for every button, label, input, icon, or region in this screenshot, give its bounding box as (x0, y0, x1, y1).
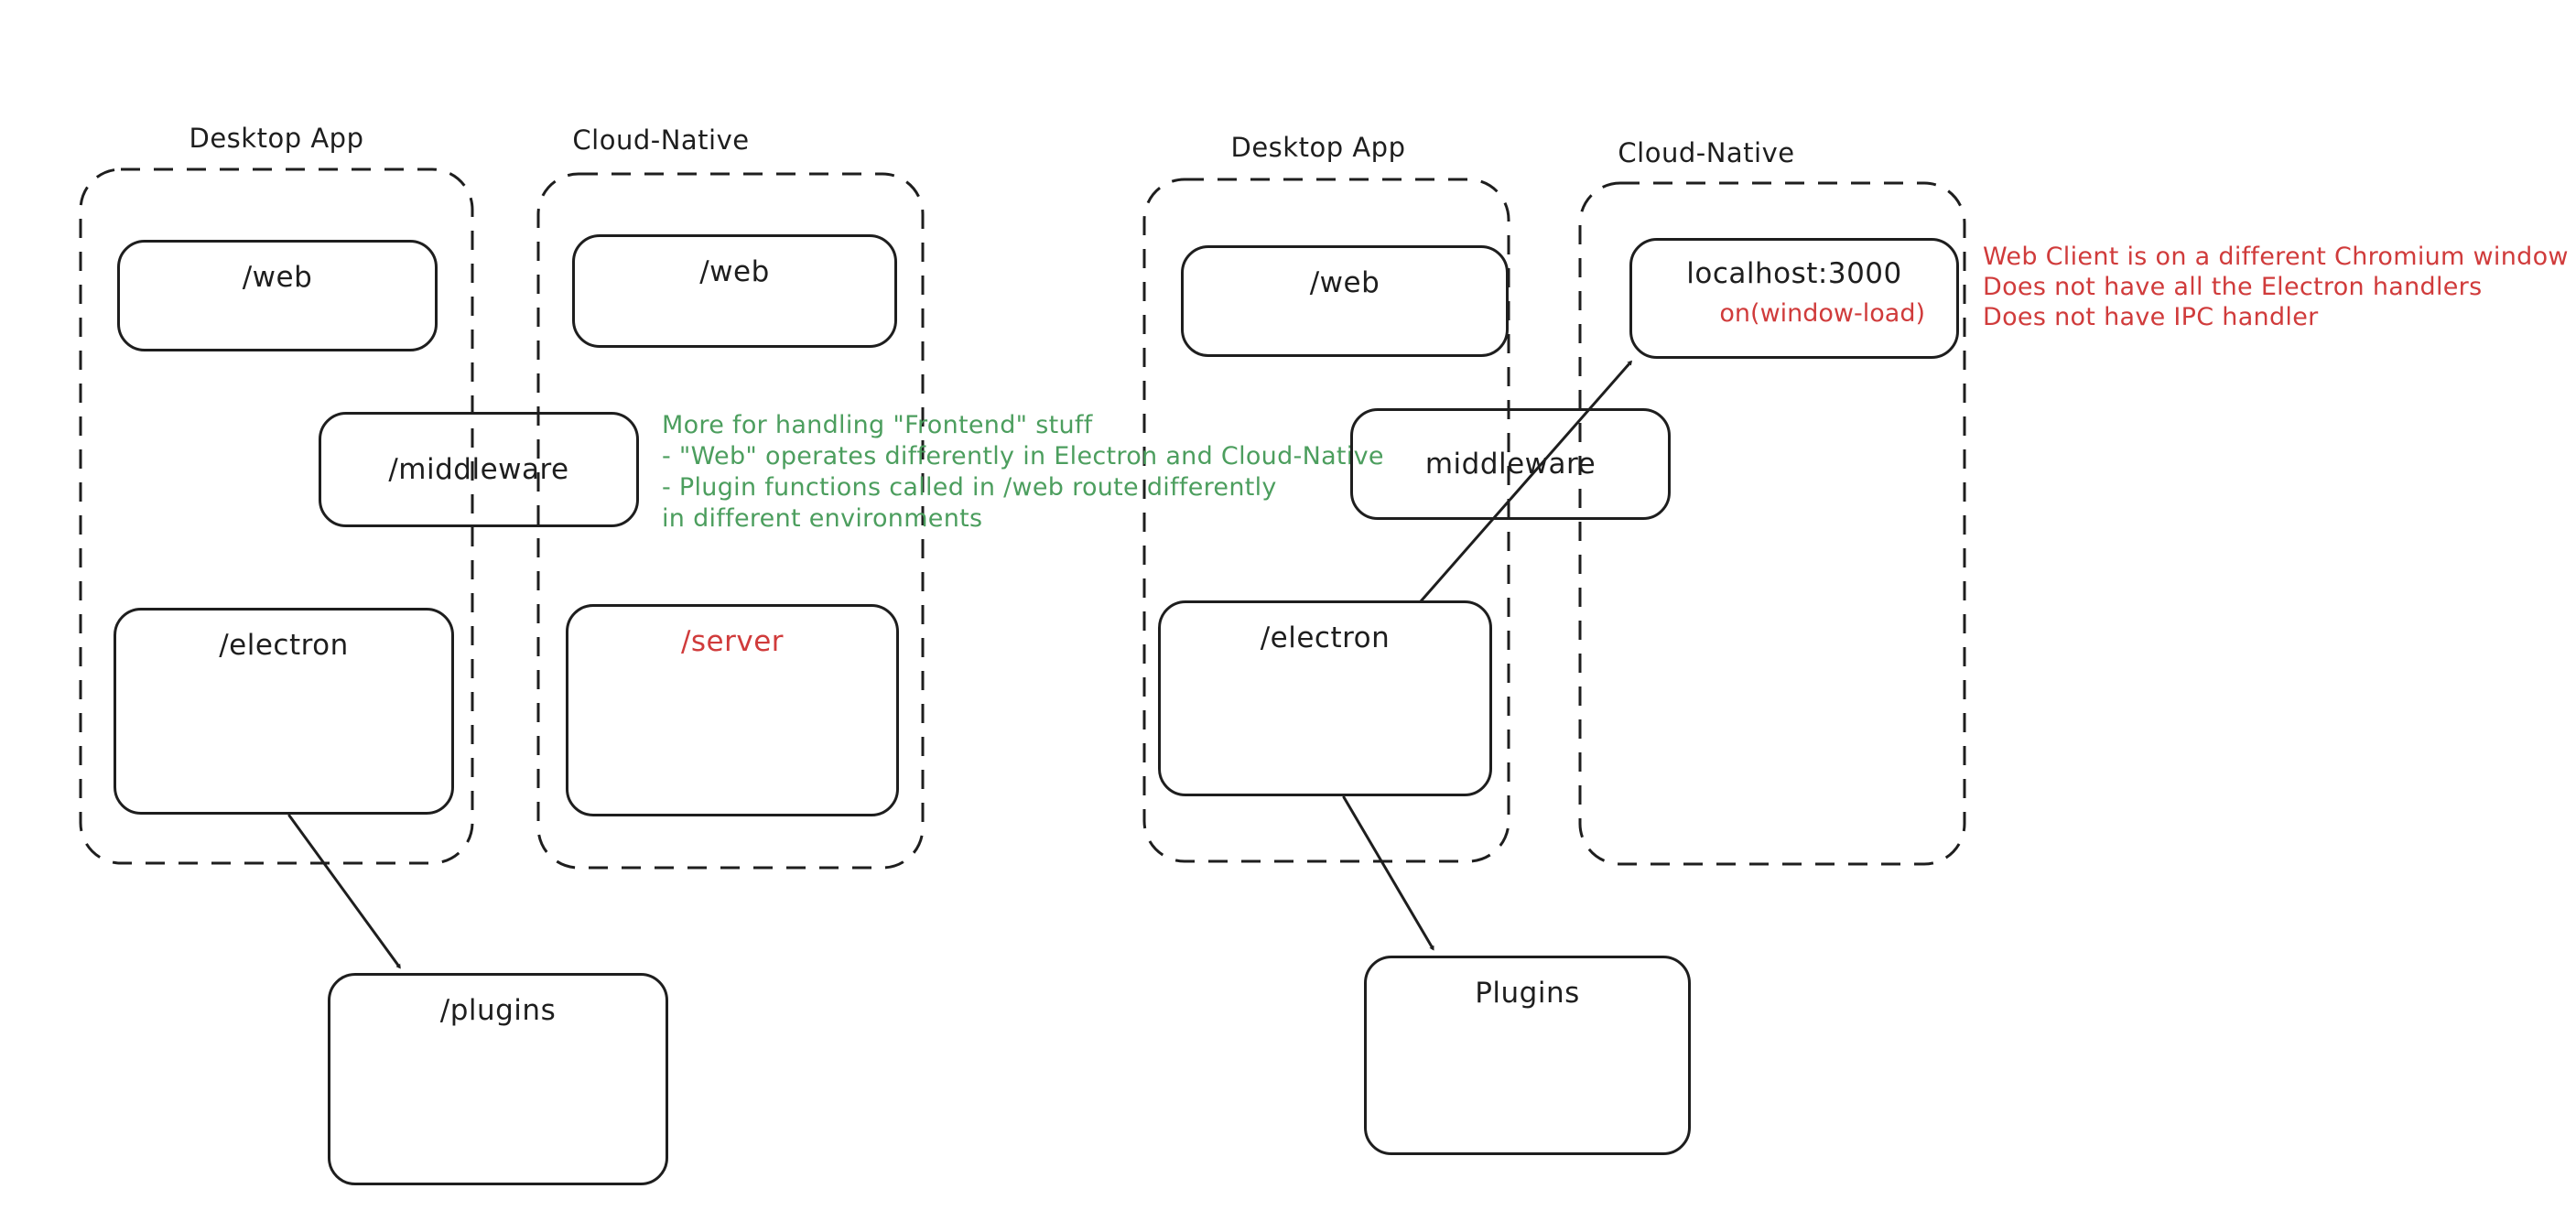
left-electron-box[interactable]: /electron (114, 608, 454, 815)
web-client-note-line: Does not have all the Electron handlers (1983, 273, 2483, 301)
web-client-note-line: Web Client is on a different Chromium wi… (1983, 243, 2569, 271)
localhost-label: localhost:3000 (1686, 257, 1902, 290)
electron-to-plugins-arrow-right[interactable] (1342, 795, 1433, 948)
web-client-note-line: Does not have IPC handler (1983, 303, 2319, 331)
right-desktop-web-label: /web (1309, 266, 1380, 299)
frontend-note-line: - Plugin functions called in /web route … (662, 473, 1277, 502)
left-cloud-web-box[interactable]: /web (572, 234, 897, 348)
left-middleware-label: /middleware (388, 453, 569, 486)
electron-to-localhost-arrow[interactable] (1419, 362, 1630, 603)
left-middleware-box[interactable]: /middleware (319, 412, 639, 527)
left-desktop-web-label: /web (242, 261, 313, 294)
right-desktop-web-box[interactable]: /web (1181, 245, 1509, 357)
frontend-note: More for handling "Frontend" stuff - "We… (662, 410, 1384, 535)
left-cloud-container[interactable] (536, 172, 925, 870)
left-desktop-container-label: Desktop App (189, 123, 364, 154)
frontend-note-line: - "Web" operates differently in Electron… (662, 442, 1384, 470)
left-plugins-box[interactable]: /plugins (328, 973, 668, 1185)
window-load-label: on(window-load) (1719, 299, 1925, 328)
right-cloud-container[interactable] (1578, 181, 1966, 866)
electron-to-plugins-arrow-left[interactable] (287, 814, 399, 967)
server-box[interactable]: /server (566, 604, 899, 816)
frontend-note-line: More for handling "Frontend" stuff (662, 411, 1093, 439)
left-desktop-container[interactable] (79, 168, 474, 865)
right-cloud-container-label: Cloud-Native (1618, 137, 1795, 168)
left-plugins-label: /plugins (439, 994, 557, 1027)
right-electron-label: /electron (1260, 621, 1391, 654)
left-electron-label: /electron (219, 629, 349, 662)
right-desktop-container-label: Desktop App (1230, 132, 1406, 163)
left-cloud-web-label: /web (699, 255, 770, 288)
right-plugins-box[interactable]: Plugins (1364, 956, 1691, 1155)
right-middleware-label: middleware (1424, 448, 1596, 481)
right-middleware-box[interactable]: middleware (1350, 408, 1671, 520)
left-cloud-container-label: Cloud-Native (572, 124, 750, 156)
frontend-note-line: in different environments (662, 504, 983, 533)
right-desktop-container[interactable] (1142, 178, 1510, 863)
right-plugins-label: Plugins (1475, 977, 1580, 1010)
left-desktop-web-box[interactable]: /web (117, 240, 438, 351)
web-client-note: Web Client is on a different Chromium wi… (1983, 242, 2569, 332)
right-electron-box[interactable]: /electron (1158, 600, 1492, 796)
server-label: /server (680, 625, 785, 658)
localhost-box[interactable]: localhost:3000 on(window-load) (1629, 238, 1959, 359)
